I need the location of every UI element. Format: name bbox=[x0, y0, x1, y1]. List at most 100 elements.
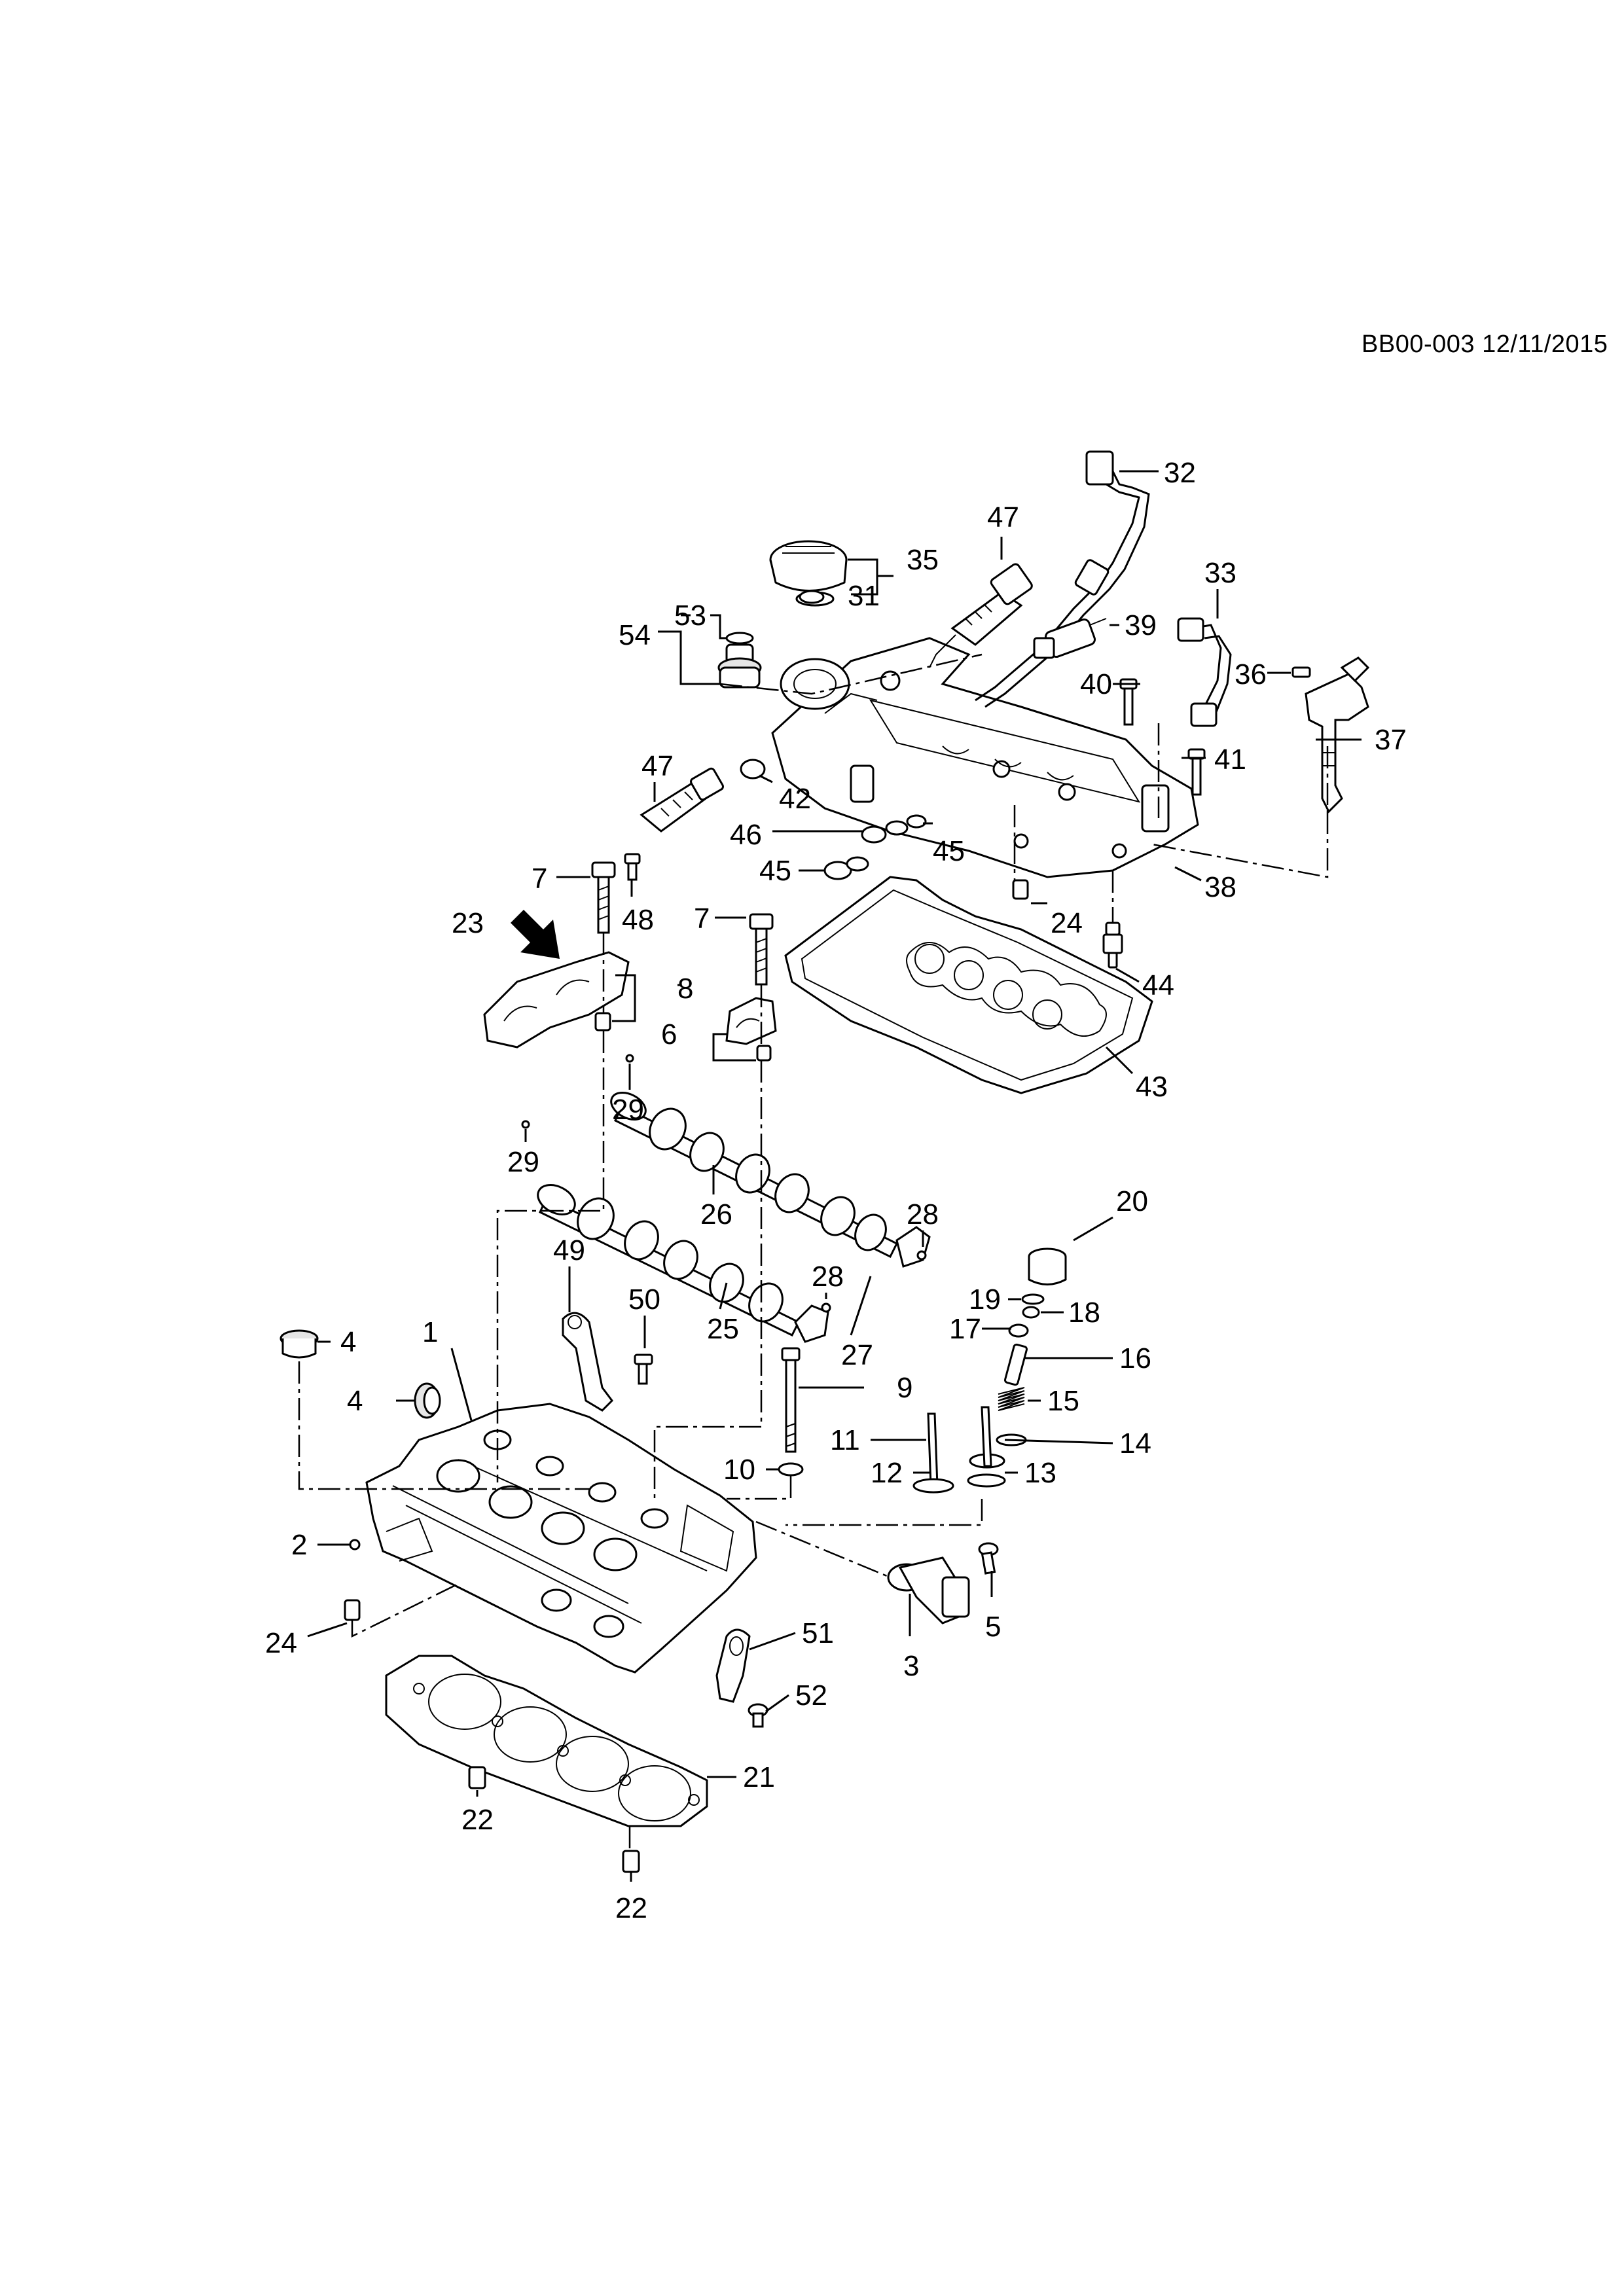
callout-50: 50 bbox=[628, 1283, 660, 1316]
callout-27: 27 bbox=[841, 1339, 873, 1371]
dowel-pin-lower bbox=[344, 1599, 361, 1621]
callout-28-left: 28 bbox=[812, 1261, 844, 1293]
dowel-pin-upper bbox=[1012, 879, 1029, 900]
callout-14: 14 bbox=[1119, 1427, 1151, 1460]
callout-45-left: 45 bbox=[759, 855, 791, 887]
valve-spring bbox=[996, 1387, 1027, 1446]
head-locating-pin bbox=[349, 1539, 361, 1551]
cam-pin-29a bbox=[521, 1120, 530, 1129]
callout-45-right: 45 bbox=[933, 835, 965, 867]
spark-plug bbox=[1102, 922, 1123, 969]
callout-46: 46 bbox=[730, 819, 762, 851]
callout-40: 40 bbox=[1080, 668, 1112, 700]
callout-18: 18 bbox=[1068, 1297, 1100, 1329]
pressure-sensor bbox=[1033, 618, 1107, 659]
callout-20: 20 bbox=[1116, 1185, 1148, 1217]
callout-22-bottom: 22 bbox=[615, 1892, 647, 1924]
head-plug-upper bbox=[280, 1329, 319, 1359]
assembly-center-lines bbox=[298, 653, 1329, 1851]
camshaft-cap bbox=[725, 997, 777, 1062]
callout-31: 31 bbox=[848, 580, 880, 612]
gasket-dowel-a bbox=[468, 1766, 486, 1789]
callout-12: 12 bbox=[871, 1457, 903, 1489]
callout-49: 49 bbox=[553, 1234, 585, 1266]
callout-6: 6 bbox=[661, 1018, 677, 1050]
vent-hose-upper bbox=[975, 450, 1150, 708]
callout-24-upper: 24 bbox=[1051, 907, 1083, 939]
callout-41: 41 bbox=[1214, 744, 1246, 776]
callout-37: 37 bbox=[1375, 724, 1407, 756]
callout-leaders bbox=[307, 470, 1362, 1882]
callout-10: 10 bbox=[723, 1454, 755, 1486]
valve-bolt bbox=[624, 853, 641, 881]
engine-hanger-front bbox=[562, 1312, 613, 1412]
ignition-coil bbox=[1291, 656, 1370, 814]
valve-tappet bbox=[1028, 1247, 1067, 1285]
cylinder-head-gasket bbox=[385, 1655, 708, 1827]
cover-bolt-40 bbox=[1119, 678, 1138, 726]
head-plug-lower bbox=[414, 1382, 441, 1419]
intake-camshaft-sprocket-segment bbox=[895, 1226, 931, 1268]
camshaft-position-sensor bbox=[887, 1556, 970, 1624]
intake-camshaft bbox=[610, 1092, 899, 1259]
exhaust-camshaft-sprocket-segment bbox=[794, 1304, 829, 1343]
oil-filler-adapter bbox=[717, 632, 762, 689]
callout-25: 25 bbox=[707, 1313, 739, 1345]
callout-52: 52 bbox=[795, 1679, 827, 1712]
oil-control-valve-lower bbox=[640, 767, 724, 833]
valve-guide bbox=[1003, 1343, 1028, 1386]
callout-36: 36 bbox=[1235, 658, 1267, 691]
cover-seals bbox=[823, 814, 927, 880]
callout-47-lower: 47 bbox=[641, 750, 674, 782]
cover-gasket bbox=[784, 876, 1153, 1094]
callout-51: 51 bbox=[802, 1617, 834, 1649]
callout-17: 17 bbox=[949, 1313, 981, 1345]
callout-26: 26 bbox=[700, 1198, 732, 1230]
cylinder-head-bolt bbox=[781, 1347, 801, 1453]
gasket-dowel-b bbox=[622, 1850, 640, 1873]
callout-44: 44 bbox=[1142, 969, 1174, 1001]
callout-4-lower: 4 bbox=[347, 1385, 363, 1417]
callout-35: 35 bbox=[907, 544, 939, 576]
callout-19: 19 bbox=[969, 1283, 1001, 1316]
callout-54: 54 bbox=[619, 619, 651, 651]
callout-7-left: 7 bbox=[532, 863, 547, 895]
engine-hanger-rear bbox=[715, 1628, 751, 1703]
cap-bolt-left bbox=[591, 861, 616, 934]
cam-pin-28a bbox=[821, 1302, 831, 1313]
callout-29-right: 29 bbox=[612, 1094, 644, 1126]
callout-42: 42 bbox=[779, 783, 811, 815]
cover-plug bbox=[740, 759, 766, 780]
callout-48: 48 bbox=[622, 904, 654, 936]
callout-4-upper: 4 bbox=[340, 1326, 356, 1358]
diagram-reference-code: BB00-003 12/11/2015 bbox=[1362, 331, 1608, 358]
cover-bolt-41 bbox=[1187, 748, 1206, 796]
hanger-bolt bbox=[634, 1354, 653, 1385]
callout-5: 5 bbox=[985, 1611, 1001, 1643]
callout-33: 33 bbox=[1204, 557, 1236, 589]
hanger-bolt-rear bbox=[748, 1703, 768, 1728]
front-direction-arrow bbox=[511, 910, 560, 959]
exhaust-valve bbox=[967, 1406, 1006, 1488]
callout-43: 43 bbox=[1136, 1071, 1168, 1103]
callout-32: 32 bbox=[1164, 457, 1196, 489]
cam-pin-28b bbox=[916, 1250, 927, 1261]
callout-8: 8 bbox=[677, 973, 693, 1005]
callout-2: 2 bbox=[291, 1529, 307, 1561]
callout-24-lower: 24 bbox=[265, 1627, 297, 1659]
callout-28-right: 28 bbox=[907, 1198, 939, 1230]
callout-9: 9 bbox=[897, 1372, 912, 1404]
cylinder-head bbox=[365, 1403, 757, 1674]
callout-7-right: 7 bbox=[694, 903, 710, 935]
camshaft-cap-front bbox=[483, 951, 630, 1049]
cap-bolt-right bbox=[749, 913, 774, 986]
callout-11: 11 bbox=[830, 1424, 860, 1456]
intake-valve bbox=[912, 1412, 954, 1494]
callout-13: 13 bbox=[1024, 1457, 1056, 1489]
seal-ring bbox=[799, 590, 825, 604]
oil-control-valve-upper bbox=[929, 563, 1033, 668]
callout-numbers: 32 47 35 31 33 53 54 39 36 40 37 47 41 4… bbox=[265, 457, 1407, 1924]
camshaft-cover bbox=[771, 637, 1199, 878]
